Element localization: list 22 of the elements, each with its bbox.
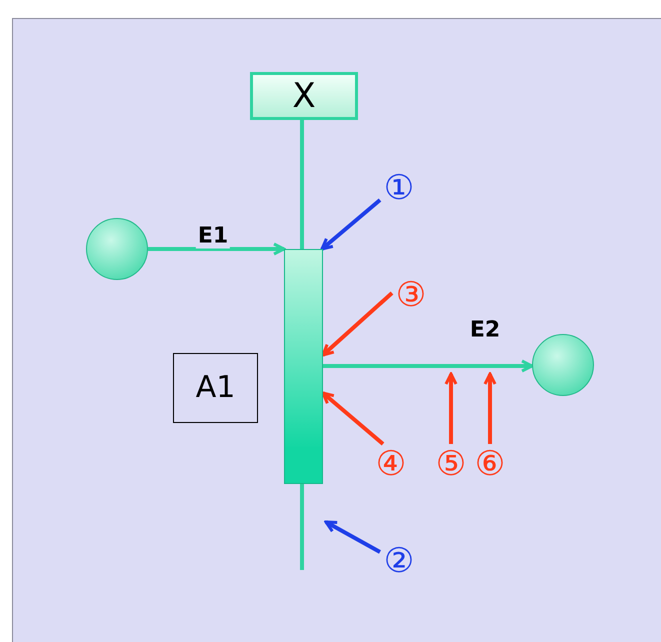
callout-number: ④: [376, 447, 406, 481]
leader-arrow: [444, 372, 458, 444]
message-label: E1: [196, 224, 230, 248]
callout-number: ⑤: [436, 447, 466, 481]
leader-arrow: [320, 198, 382, 251]
callout-number: ③: [396, 278, 426, 312]
leader-arrow: [484, 372, 496, 444]
message-arrow: [148, 242, 286, 256]
message-arrow: [323, 360, 534, 372]
leader-arrow: [322, 292, 394, 356]
callout-number: ⑥: [474, 447, 506, 481]
lifeline-head-box: [250, 72, 358, 120]
object-label-box: [173, 353, 258, 423]
activation-bar: [284, 249, 323, 484]
callout-number: ①: [384, 171, 414, 205]
lifeline: [300, 120, 304, 249]
object-name: A1: [196, 373, 236, 403]
object-name: X: [292, 79, 316, 113]
callout-number: ②: [384, 544, 414, 578]
leader-arrow: [322, 391, 384, 446]
lifeline: [300, 484, 304, 570]
leader-arrow: [324, 520, 381, 554]
